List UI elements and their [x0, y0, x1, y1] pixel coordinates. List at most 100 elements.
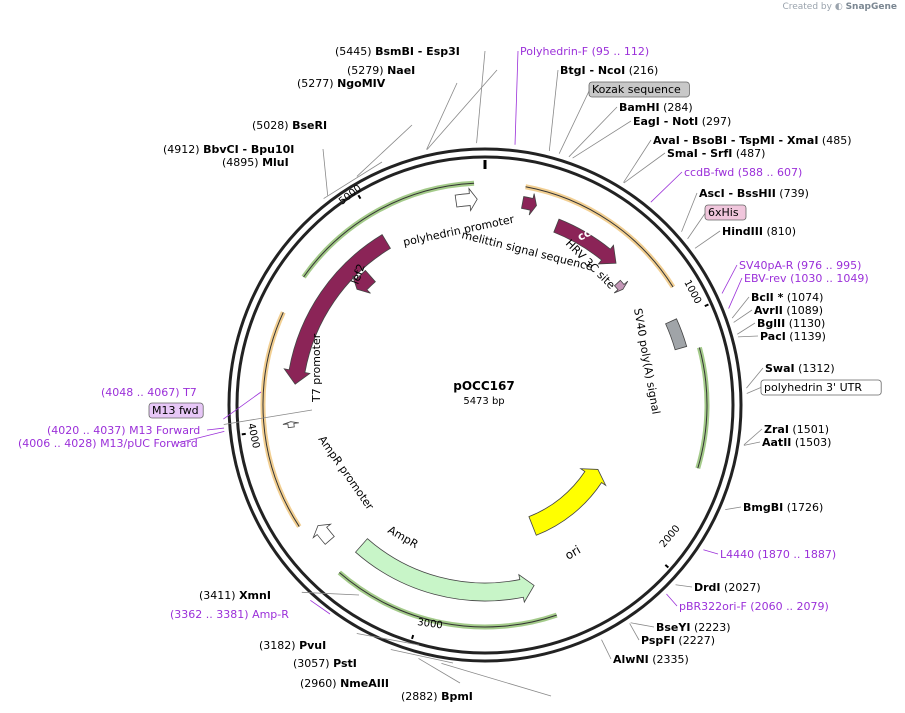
tick-1000 — [704, 303, 709, 308]
leader-line — [223, 409, 313, 425]
site-label-btgi[interactable]: BtgI - NcoI (216) — [560, 64, 658, 77]
site-label-ebv-rev[interactable]: EBV-rev (1030 .. 1049) — [744, 272, 869, 285]
direction-arcs — [260, 180, 710, 630]
leader-line — [223, 391, 262, 420]
site-label-ngomiv[interactable]: (5277) NgoMIV — [297, 77, 386, 90]
site-label-swai[interactable]: SwaI (1312) — [765, 362, 835, 375]
tick-label-2000: 2000 — [658, 523, 683, 550]
leader-line — [310, 599, 331, 615]
site-label-bglii[interactable]: BglII (1130) — [757, 317, 825, 330]
site-label-bseyi[interactable]: BseYI (2223) — [656, 621, 731, 634]
site-label-6xhis[interactable]: 6xHis — [708, 206, 739, 219]
leader-line — [630, 622, 655, 628]
leader-line — [426, 82, 458, 150]
site-label-bseri[interactable]: (5028) BseRI — [252, 119, 327, 132]
leader-line — [177, 430, 225, 444]
site-label-t7[interactable]: (4048 .. 4067) T7 — [101, 386, 197, 399]
feature-ccdb[interactable] — [553, 218, 617, 265]
leader-line — [323, 161, 383, 199]
site-label-avrii[interactable]: AvrII (1089) — [754, 304, 823, 317]
leader-line — [694, 230, 721, 249]
feature-lef2[interactable] — [352, 269, 376, 294]
leader-line — [675, 584, 693, 588]
feature-ampr-promoter[interactable] — [312, 523, 335, 545]
site-label-paci[interactable]: PacI (1139) — [760, 330, 826, 343]
feature-sv40-poly-a-signal[interactable] — [665, 318, 688, 351]
leader-line — [206, 427, 225, 431]
site-label-asci[interactable]: AscI - BssHII (739) — [699, 187, 809, 200]
site-label-naei[interactable]: (5279) NaeI — [347, 64, 415, 77]
plasmid-size: 5473 bp — [463, 396, 504, 407]
site-label-m13-forward[interactable]: (4020 .. 4037) M13 Forward — [47, 424, 200, 437]
label-box-text: M13 fwd — [152, 404, 199, 417]
site-label-psti[interactable]: (3057) PstI — [293, 657, 357, 670]
backbone-inner — [235, 155, 735, 655]
site-label-l4440[interactable]: L4440 (1870 .. 1887) — [720, 548, 836, 561]
leader-line — [568, 106, 618, 158]
site-label-kozak-sequence[interactable]: Kozak sequence — [592, 83, 681, 96]
site-label-bsmbi[interactable]: (5445) BsmBI - Esp3I — [335, 45, 460, 58]
site-label-bmgbi[interactable]: BmgBI (1726) — [743, 501, 823, 514]
leader-line — [623, 139, 652, 183]
feature-ampr[interactable] — [354, 538, 535, 604]
direction-arc — [260, 311, 302, 528]
site-label-ccdb-fwd[interactable]: ccdB-fwd (588 .. 607) — [684, 166, 802, 179]
site-label-alwni[interactable]: AlwNI (2335) — [613, 653, 689, 666]
credit-brand: SnapGene — [845, 2, 897, 12]
feature-hrv-3c-site[interactable] — [613, 279, 629, 294]
site-label-hindiii[interactable]: HindIII (810) — [722, 225, 796, 238]
leader-line — [746, 386, 763, 394]
leader-line — [733, 309, 753, 323]
site-label-bbvci[interactable]: (4912) BbvCI - Bpu10I — [163, 143, 294, 156]
leader-line — [322, 148, 329, 196]
leader-line — [703, 549, 719, 555]
site-label-drdi[interactable]: DrdI (2027) — [694, 581, 761, 594]
t7-promoter-label: T7 promoter — [310, 333, 323, 403]
site-label-polyhedrin-3-utr[interactable]: polyhedrin 3' UTR — [764, 381, 862, 394]
site-label-m13-puc-forward[interactable]: (4006 .. 4028) M13/pUC Forward — [18, 437, 198, 450]
label-box-text: 6xHis — [708, 206, 739, 219]
feature-melittin-signal-sequence[interactable] — [521, 193, 537, 216]
leader-line — [476, 50, 486, 144]
site-label-polyhedrin-f[interactable]: Polyhedrin-F (95 .. 112) — [520, 45, 649, 58]
leader-line — [418, 658, 461, 684]
site-label-bamhi[interactable]: BamHI (284) — [619, 101, 693, 114]
feature-polyhedrin-promoter[interactable] — [454, 187, 478, 212]
site-label-aatii[interactable]: AatII (1503) — [762, 436, 831, 449]
site-label-smai[interactable]: SmaI - SrfI (487) — [667, 147, 765, 160]
site-label-mlui[interactable]: (4895) MluI — [222, 156, 289, 169]
feature-ori[interactable] — [528, 468, 607, 536]
position-ticks — [241, 160, 709, 640]
site-label-nmeaiii[interactable]: (2960) NmeAIII — [300, 677, 389, 690]
site-label-xmni[interactable]: (3411) XmnI — [199, 589, 271, 602]
tick-label-3000: 3000 — [417, 617, 444, 631]
leader-line — [666, 593, 678, 607]
label-box-text: polyhedrin 3' UTR — [764, 381, 862, 394]
credit-prefix: Created by — [782, 2, 832, 12]
site-label-avai[interactable]: AvaI - BsoBI - TspMI - XmaI (485) — [653, 134, 852, 147]
feature-t7-promoter[interactable] — [282, 421, 299, 429]
label-box — [704, 204, 747, 221]
feature-orf603[interactable] — [283, 234, 391, 385]
site-label-m13-fwd[interactable]: M13 fwd — [152, 404, 199, 417]
snapgene-logo-icon: ◐ — [834, 2, 843, 12]
site-label-pvui[interactable]: (3182) PvuI — [259, 639, 326, 652]
leader-line — [681, 192, 698, 232]
site-label-pspfi[interactable]: PspFI (2227) — [641, 634, 715, 647]
leader-line — [356, 633, 420, 646]
site-label-amp-r[interactable]: (3362 .. 3381) Amp-R — [170, 608, 289, 621]
sv40-label: SV40 poly(A) signal — [631, 307, 662, 415]
site-label-sv40pa-r[interactable]: SV40pA-R (976 .. 995) — [739, 259, 861, 272]
site-label-eagi[interactable]: EagI - NotI (297) — [633, 115, 731, 128]
site-label-bpmi[interactable]: (2882) BpmI — [401, 690, 473, 703]
ampr-label: AmpR — [386, 523, 421, 551]
site-label-zrai[interactable]: ZraI (1501) — [764, 423, 829, 436]
site-label-pbr322ori-f[interactable]: pBR322ori-F (2060 .. 2079) — [679, 600, 829, 613]
direction-arc-core — [338, 572, 557, 628]
leader-line — [650, 171, 683, 203]
leader-line — [737, 322, 756, 335]
leader-line — [731, 296, 750, 319]
leader-line — [301, 591, 360, 596]
site-label-bcli-[interactable]: BclI * (1074) — [751, 291, 823, 304]
